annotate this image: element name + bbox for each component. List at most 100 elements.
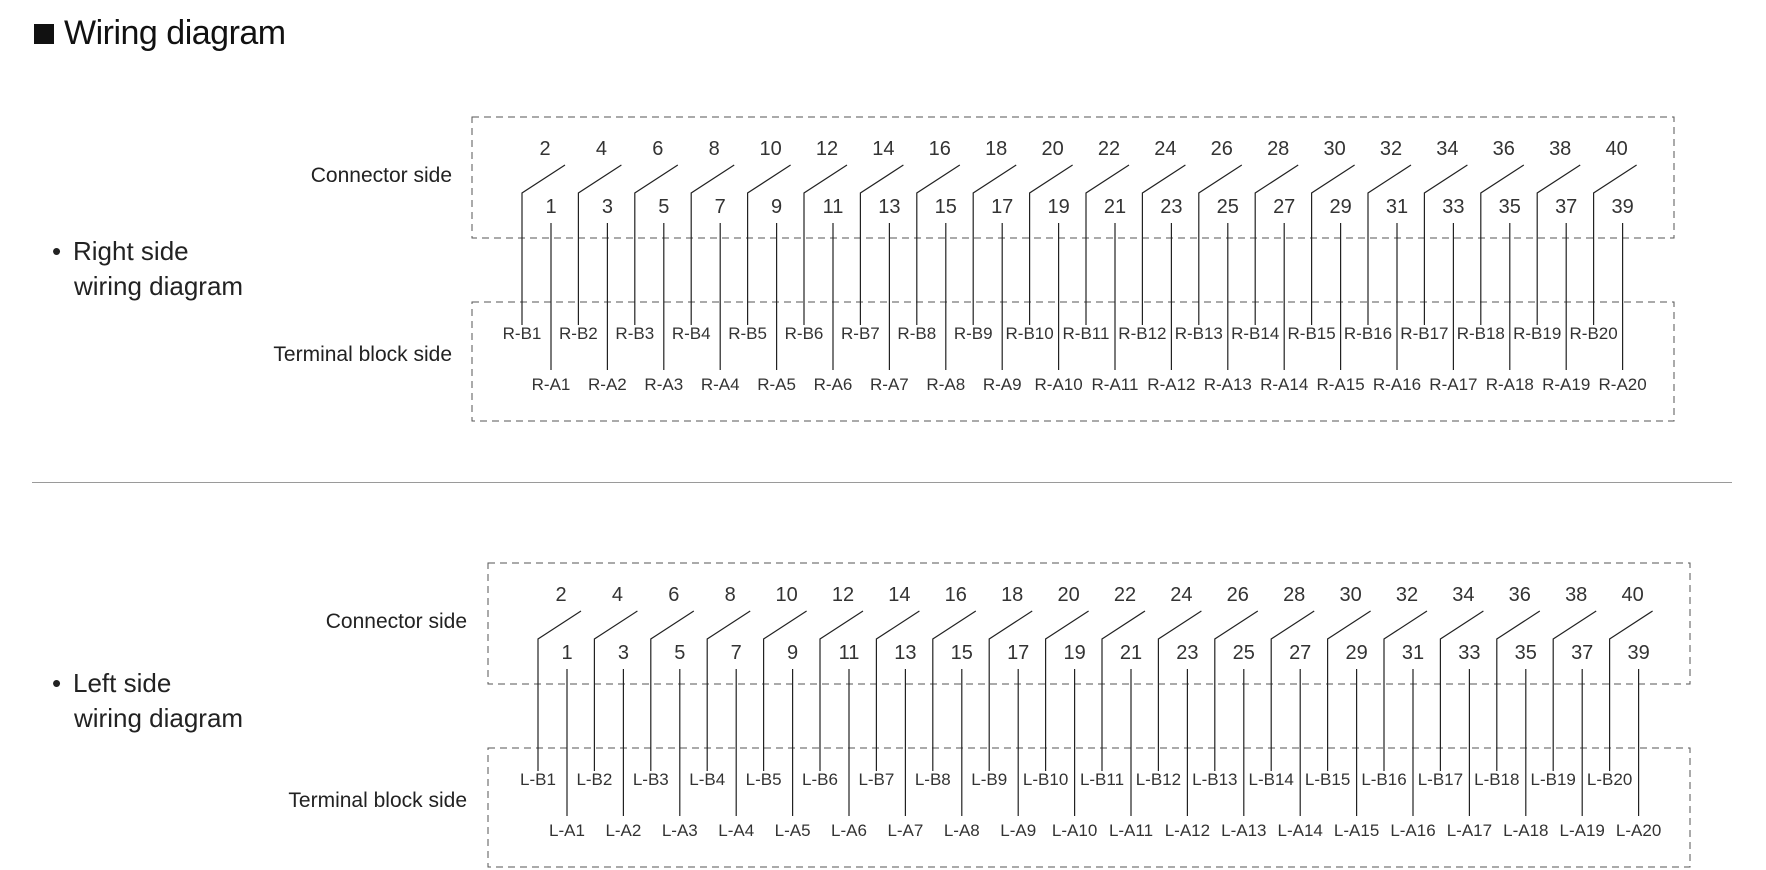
terminal-b-label: R-B10 xyxy=(1006,324,1054,343)
terminal-a-label: L-A5 xyxy=(775,821,811,840)
terminal-a-label: L-A6 xyxy=(831,821,867,840)
connector-side-box xyxy=(487,562,1691,685)
terminal-a-label: R-A4 xyxy=(701,375,740,394)
wire-even-pin xyxy=(577,164,622,325)
wire-even-pin xyxy=(593,610,638,771)
terminal-a-label: R-A3 xyxy=(644,375,683,394)
connector-pin-even: 6 xyxy=(668,584,679,606)
connector-pin-odd: 23 xyxy=(1160,196,1182,218)
connector-pin-even: 26 xyxy=(1211,138,1233,160)
connector-pin-odd: 23 xyxy=(1176,642,1198,664)
connector-pin-even: 20 xyxy=(1041,138,1063,160)
connector-side-box xyxy=(471,116,1675,239)
terminal-a-label: L-A10 xyxy=(1052,821,1097,840)
wire-even-pin xyxy=(1496,610,1541,771)
connector-pin-odd: 19 xyxy=(1063,642,1085,664)
connector-pin-odd: 33 xyxy=(1458,642,1480,664)
terminal-b-label: L-B2 xyxy=(576,770,612,789)
terminal-a-label: R-A7 xyxy=(870,375,909,394)
connector-pin-even: 26 xyxy=(1227,584,1249,606)
terminal-b-label: R-B20 xyxy=(1570,324,1618,343)
right-terminal-block-side-label: Terminal block side xyxy=(273,343,452,366)
wire-even-pin xyxy=(1423,164,1468,325)
connector-pin-even: 18 xyxy=(985,138,1007,160)
wire-even-pin xyxy=(1214,610,1259,771)
terminal-a-label: R-A14 xyxy=(1260,375,1308,394)
connector-pin-odd: 3 xyxy=(602,196,613,218)
connector-pin-odd: 31 xyxy=(1386,196,1408,218)
terminal-b-label: L-B13 xyxy=(1192,770,1237,789)
connector-pin-odd: 15 xyxy=(951,642,973,664)
terminal-a-label: L-A4 xyxy=(718,821,754,840)
terminal-b-label: R-B7 xyxy=(841,324,880,343)
connector-pin-even: 34 xyxy=(1436,138,1458,160)
connector-pin-odd: 11 xyxy=(823,196,844,218)
connector-pin-odd: 13 xyxy=(878,196,900,218)
terminal-b-label: R-B12 xyxy=(1118,324,1166,343)
connector-pin-odd: 25 xyxy=(1217,196,1239,218)
connector-pin-even: 24 xyxy=(1170,584,1192,606)
connector-pin-even: 36 xyxy=(1493,138,1515,160)
square-bullet-icon xyxy=(34,23,54,44)
section-label-line1: Right side xyxy=(73,236,189,266)
terminal-b-label: R-B18 xyxy=(1457,324,1505,343)
connector-pin-odd: 17 xyxy=(1007,642,1029,664)
terminal-b-label: R-B19 xyxy=(1513,324,1561,343)
wire-even-pin xyxy=(1367,164,1412,325)
connector-pin-even: 16 xyxy=(945,584,967,606)
connector-pin-odd: 15 xyxy=(935,196,957,218)
terminal-b-label: L-B3 xyxy=(633,770,669,789)
terminal-b-label: R-B2 xyxy=(559,324,598,343)
connector-pin-odd: 29 xyxy=(1345,642,1367,664)
connector-pin-odd: 11 xyxy=(839,642,860,664)
wire-even-pin xyxy=(875,610,920,771)
terminal-a-label: L-A13 xyxy=(1221,821,1266,840)
right-side-section-label: •Right side wiring diagram xyxy=(52,234,243,304)
terminal-a-label: L-A18 xyxy=(1503,821,1548,840)
terminal-b-label: R-B4 xyxy=(672,324,711,343)
section-divider xyxy=(32,482,1732,483)
wire-even-pin xyxy=(1608,610,1653,771)
bullet-dot-icon: • xyxy=(52,668,62,698)
connector-pin-odd: 25 xyxy=(1233,642,1255,664)
terminal-b-label: L-B17 xyxy=(1418,770,1463,789)
connector-pin-odd: 37 xyxy=(1571,642,1593,664)
terminal-a-label: R-A8 xyxy=(926,375,965,394)
wire-even-pin xyxy=(1270,610,1315,771)
terminal-b-label: L-B4 xyxy=(689,770,725,789)
wire-even-pin xyxy=(1480,164,1525,325)
connector-pin-even: 8 xyxy=(709,138,720,160)
wire-even-pin xyxy=(1085,164,1130,325)
terminal-a-label: L-A17 xyxy=(1447,821,1492,840)
wire-even-pin xyxy=(859,164,904,325)
wire-even-pin xyxy=(972,164,1017,325)
connector-pin-odd: 19 xyxy=(1047,196,1069,218)
connector-pin-even: 24 xyxy=(1154,138,1176,160)
wire-even-pin xyxy=(1101,610,1146,771)
wire-even-pin xyxy=(1552,610,1597,771)
terminal-a-label: R-A13 xyxy=(1204,375,1252,394)
terminal-b-label: L-B6 xyxy=(802,770,838,789)
terminal-b-label: L-B9 xyxy=(971,770,1007,789)
connector-pin-odd: 39 xyxy=(1611,196,1633,218)
terminal-a-label: R-A5 xyxy=(757,375,796,394)
connector-pin-even: 20 xyxy=(1057,584,1079,606)
connector-pin-odd: 9 xyxy=(787,642,798,664)
terminal-b-label: R-B13 xyxy=(1175,324,1223,343)
connector-pin-odd: 33 xyxy=(1442,196,1464,218)
terminal-a-label: R-A10 xyxy=(1035,375,1083,394)
terminal-b-label: R-B16 xyxy=(1344,324,1392,343)
wire-even-pin xyxy=(1157,610,1202,771)
terminal-a-label: L-A9 xyxy=(1000,821,1036,840)
connector-pin-odd: 13 xyxy=(894,642,916,664)
connector-pin-odd: 5 xyxy=(658,196,669,218)
terminal-b-label: L-B14 xyxy=(1249,770,1294,789)
connector-pin-even: 12 xyxy=(816,138,838,160)
connector-pin-even: 2 xyxy=(539,138,550,160)
connector-pin-odd: 7 xyxy=(715,196,726,218)
connector-pin-odd: 1 xyxy=(545,196,556,218)
terminal-b-label: R-B1 xyxy=(503,324,542,343)
terminal-a-label: L-A14 xyxy=(1278,821,1323,840)
connector-pin-even: 22 xyxy=(1114,584,1136,606)
